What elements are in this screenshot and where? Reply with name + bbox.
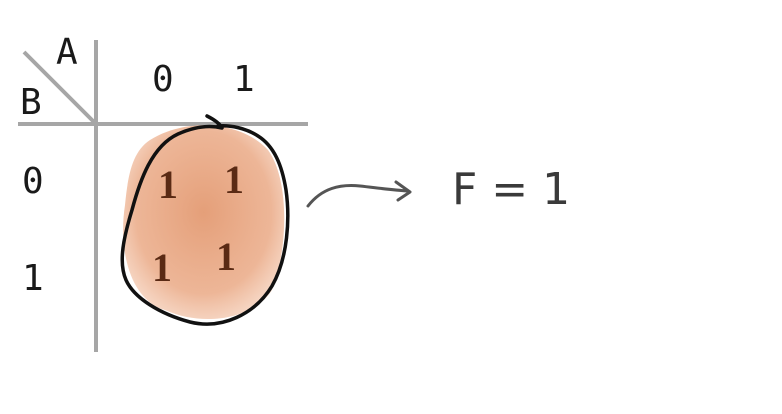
cell-a0-b0: 1 <box>158 162 178 207</box>
cell-a1-b1: 1 <box>216 234 236 279</box>
result-arrow-icon <box>306 180 412 208</box>
column-header-a0: 0 <box>152 59 174 100</box>
cell-a0-b1: 1 <box>152 245 172 290</box>
group-loop-outline <box>120 114 290 326</box>
row-header-b0: 0 <box>22 161 44 202</box>
column-header-a1: 1 <box>233 59 255 100</box>
variable-a-label: A <box>56 32 78 73</box>
result-expression: F = 1 <box>452 164 570 215</box>
row-header-b1: 1 <box>22 258 44 299</box>
cell-a1-b0: 1 <box>224 157 244 202</box>
group-shading <box>123 125 285 320</box>
corner-diagonal-line <box>22 50 96 124</box>
variable-b-label: B <box>20 82 42 123</box>
